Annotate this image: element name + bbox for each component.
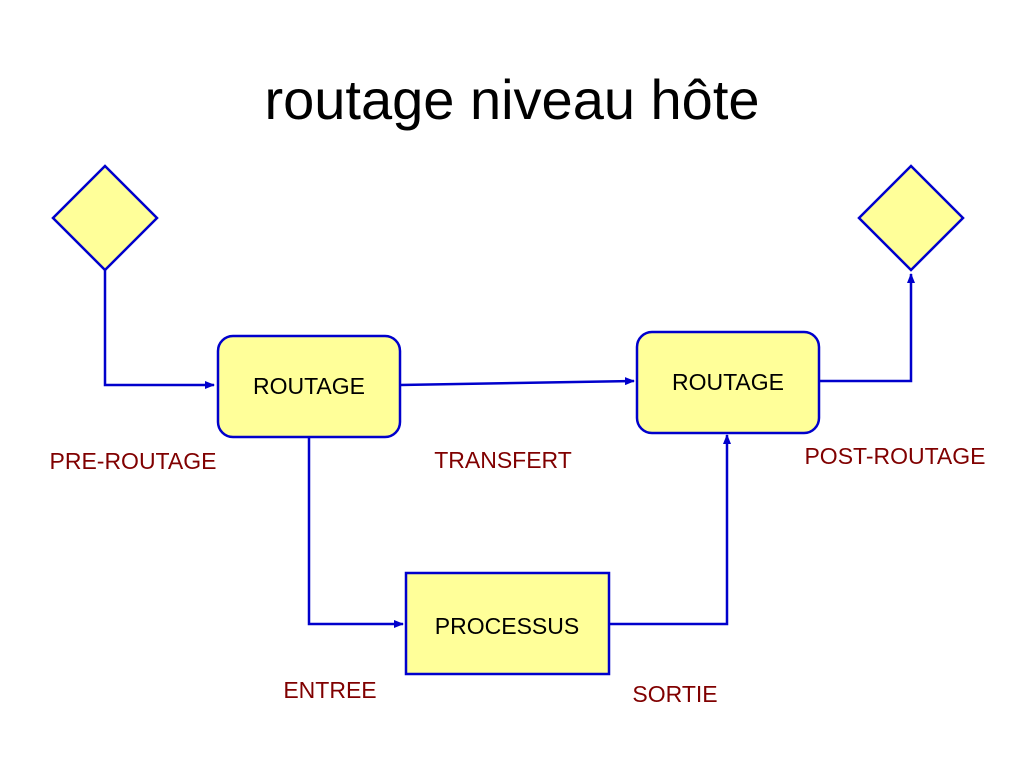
sortie-label: SORTIE <box>632 681 717 707</box>
connector-input-to-routage-left <box>103 270 215 389</box>
routage-right-box <box>635 330 821 435</box>
entree-label: ENTREE <box>283 677 376 703</box>
connector-transfert <box>399 377 635 387</box>
connector-sortie <box>610 434 731 626</box>
slide-title: routage niveau hôte <box>264 68 760 131</box>
connector-routage-right-to-output <box>820 273 915 383</box>
routage-left-box <box>216 334 402 439</box>
routage-left-label: ROUTAGE <box>253 373 365 399</box>
routage-right-label: ROUTAGE <box>672 369 784 395</box>
output-diamond <box>857 164 965 272</box>
transfert-label: TRANSFERT <box>434 447 572 473</box>
input-diamond <box>51 164 159 272</box>
processus-box <box>404 571 611 676</box>
processus-label: PROCESSUS <box>435 613 579 639</box>
connector-entree <box>307 438 404 628</box>
pre-routage-label: PRE-ROUTAGE <box>50 448 217 474</box>
post-routage-label: POST-ROUTAGE <box>804 443 985 469</box>
